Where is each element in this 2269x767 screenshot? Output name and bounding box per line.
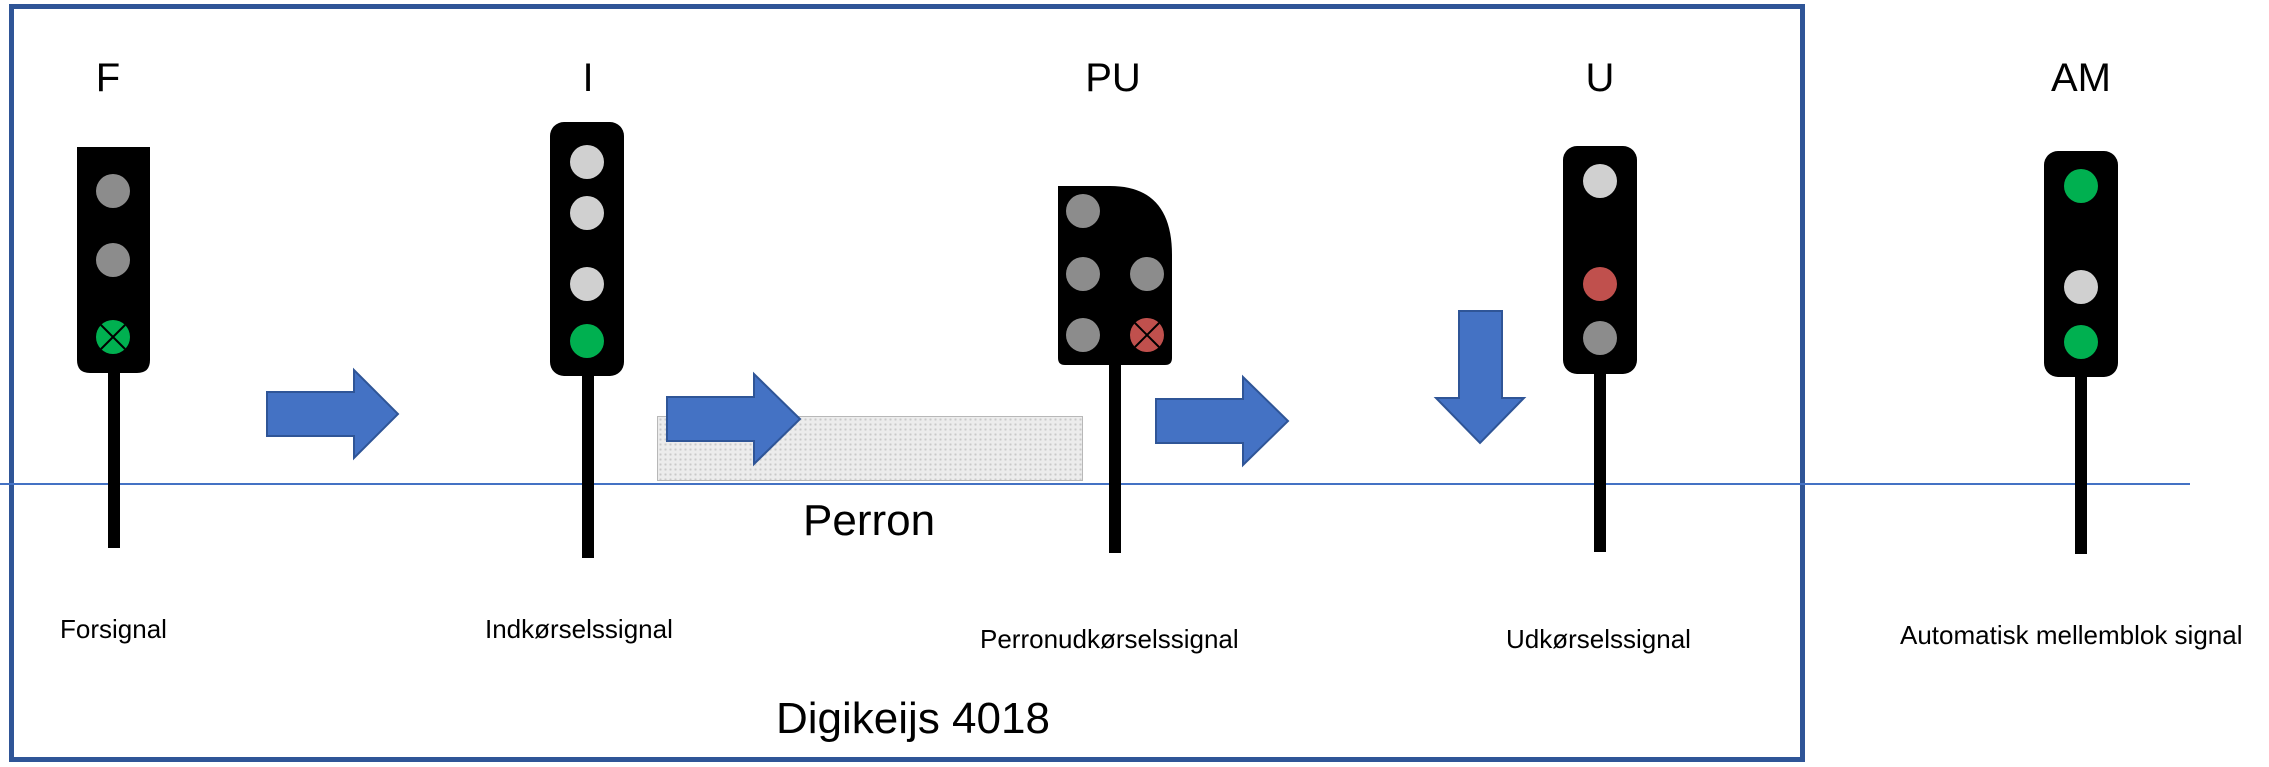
signal-pu-mast: [1109, 360, 1121, 553]
signal-pu-lamp-gray: [1066, 194, 1100, 228]
signal-f-lamp-gray: [96, 174, 130, 208]
signal-i-lamp-green: [570, 324, 604, 358]
signal-u-lamp-red: [1583, 267, 1617, 301]
signal-am-lamp-light: [2064, 270, 2098, 304]
direction-arrow-right: [1155, 374, 1290, 468]
signal-code-am: AM: [2051, 56, 2111, 100]
signal-name-pu: Perronudkørselssignal: [980, 624, 1239, 654]
signal-u-lamp-light: [1583, 164, 1617, 198]
signal-i-lamp-light: [570, 145, 604, 179]
signal-name-i: Indkørselssignal: [485, 614, 673, 644]
signal-i-mast: [582, 370, 594, 558]
lamp-cross-mark: [1134, 322, 1160, 348]
signal-code-pu: PU: [1085, 56, 1141, 100]
signal-am-lamp-green: [2064, 169, 2098, 203]
signal-i-head: [550, 122, 624, 376]
signal-f-mast: [108, 370, 120, 548]
signal-f: [77, 147, 150, 548]
lamp-cross-mark: [100, 324, 126, 350]
signal-name-am: Automatisk mellemblok signal: [1900, 620, 2243, 650]
signal-i-lamp-light: [570, 267, 604, 301]
signal-i: [550, 122, 624, 558]
signal-pu: [1058, 186, 1172, 553]
signal-u-lamp-gray: [1583, 321, 1617, 355]
signal-name-f: Forsignal: [60, 614, 167, 644]
signal-u-mast: [1594, 370, 1606, 552]
signal-am: [2044, 151, 2118, 554]
direction-arrow-right: [266, 367, 400, 461]
signal-code-f: F: [95, 56, 121, 100]
signal-am-head: [2044, 151, 2118, 377]
signal-code-u: U: [1585, 56, 1615, 100]
direction-arrow-right: [666, 371, 802, 467]
track-line: [0, 483, 2190, 485]
signal-i-lamp-light: [570, 196, 604, 230]
signal-name-u: Udkørselssignal: [1506, 624, 1691, 654]
signal-u-head: [1563, 146, 1637, 374]
signal-code-i: I: [582, 56, 594, 100]
signal-pu-lamp-gray: [1066, 257, 1100, 291]
platform-label: Perron: [803, 496, 936, 545]
signal-pu-lamp-gray: [1130, 257, 1164, 291]
signal-am-lamp-green: [2064, 325, 2098, 359]
signal-u: [1563, 146, 1637, 552]
direction-arrow-down: [1433, 310, 1527, 445]
signal-am-mast: [2075, 370, 2087, 554]
signal-f-lamp-gray: [96, 243, 130, 277]
station-boundary-frame: [9, 4, 1805, 762]
footer-label: Digikeijs 4018: [776, 694, 1050, 743]
signal-pu-lamp-gray: [1066, 318, 1100, 352]
platform: [657, 416, 1083, 481]
